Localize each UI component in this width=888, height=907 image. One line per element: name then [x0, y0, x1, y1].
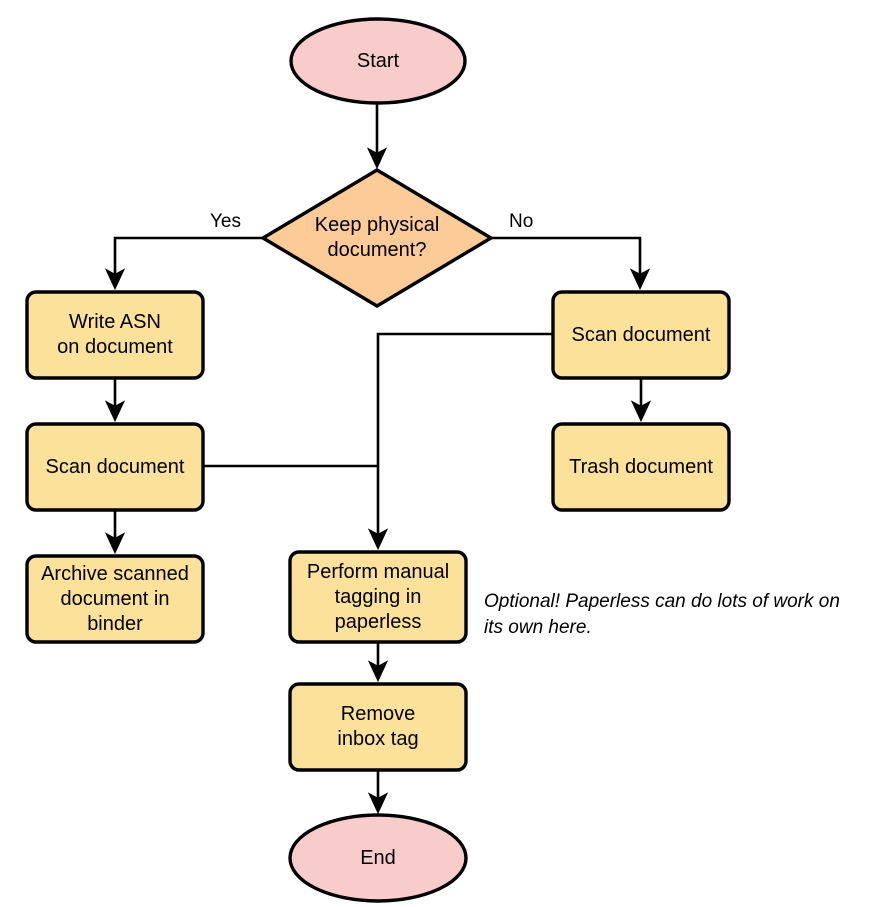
node-archive-in-binder-shape[interactable] — [25, 554, 205, 644]
node-write-asn-shape[interactable] — [25, 290, 205, 380]
node-start-shape[interactable] — [289, 17, 467, 105]
node-remove-inbox-tag-shape[interactable] — [288, 682, 468, 772]
edge-label-yes: Yes — [210, 211, 241, 232]
annotation-optional-note: Optional! Paperless can do lots of work … — [484, 591, 840, 638]
edge-decision-yes-to-write-asn — [104, 236, 263, 291]
node-trash-document-shape[interactable] — [551, 422, 731, 512]
node-manual-tagging-shape[interactable] — [288, 550, 468, 644]
edge-label-no: No — [509, 211, 534, 232]
node-decision-keep-physical-shape[interactable] — [259, 168, 495, 308]
edge-decision-no-to-scan-right — [491, 236, 651, 291]
edge-scan-right-to-manual-tagging — [367, 332, 552, 551]
node-scan-document-right-shape[interactable] — [551, 290, 731, 380]
node-scan-document-left-shape[interactable] — [25, 422, 205, 512]
node-end-shape[interactable] — [288, 813, 468, 903]
